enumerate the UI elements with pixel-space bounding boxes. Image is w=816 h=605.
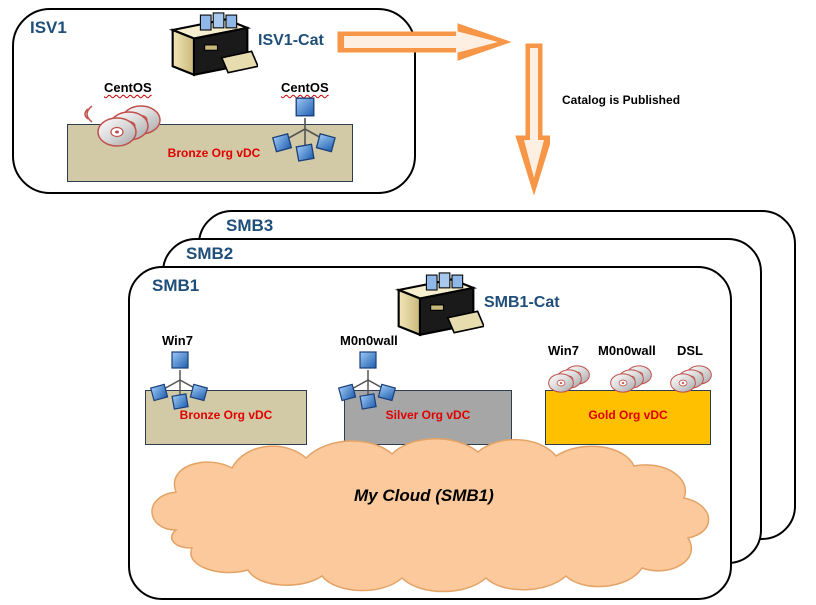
disc-icon: [94, 112, 140, 152]
signal-waves-icon: [84, 105, 93, 123]
disc-icon: [668, 370, 698, 396]
smb1-gold-item-label-3: DSL: [677, 343, 703, 358]
isv1-catalog-label: ISV1-Cat: [258, 32, 324, 49]
smb1-bronze-vdc-label: Bronze Org vDC: [179, 407, 273, 422]
catalog-cabinet-icon: [162, 8, 258, 84]
vapp-icon: [150, 350, 210, 410]
smb2-title: SMB2: [186, 244, 234, 263]
smb1-silver-vdc-label: Silver Org vDC: [385, 407, 471, 422]
smb1-silver-item-label: M0n0wall: [340, 333, 398, 348]
isv1-vapp-label: CentOS: [281, 80, 329, 95]
vapp-icon: [338, 350, 398, 410]
publish-arrow-icon: [337, 23, 550, 196]
isv1-title: ISV1: [30, 18, 67, 37]
disc-icon: [608, 370, 638, 396]
disc-icon: [546, 370, 576, 396]
smb3-title: SMB3: [226, 216, 274, 235]
smb1-gold-vdc: Gold Org vDC: [545, 390, 711, 445]
smb1-bronze-item-label: Win7: [162, 333, 193, 348]
catalog-cabinet-icon: [388, 268, 484, 344]
smb1-gold-vdc-label: Gold Org vDC: [588, 407, 668, 422]
smb1-catalog-label: SMB1-Cat: [484, 294, 560, 311]
smb1-gold-item-label-2: M0n0wall: [598, 343, 656, 358]
isv1-media-label: CentOS: [104, 80, 152, 95]
vapp-icon: [272, 96, 338, 162]
cloud-shape: [151, 438, 710, 593]
isv1-bronze-vdc-label: Bronze Org vDC: [167, 146, 261, 160]
smb1-title: SMB1: [152, 276, 200, 295]
cloud-label: My Cloud (SMB1): [354, 486, 494, 505]
smb1-gold-item-label-1: Win7: [548, 343, 579, 358]
publish-label: Catalog is Published: [562, 93, 681, 107]
